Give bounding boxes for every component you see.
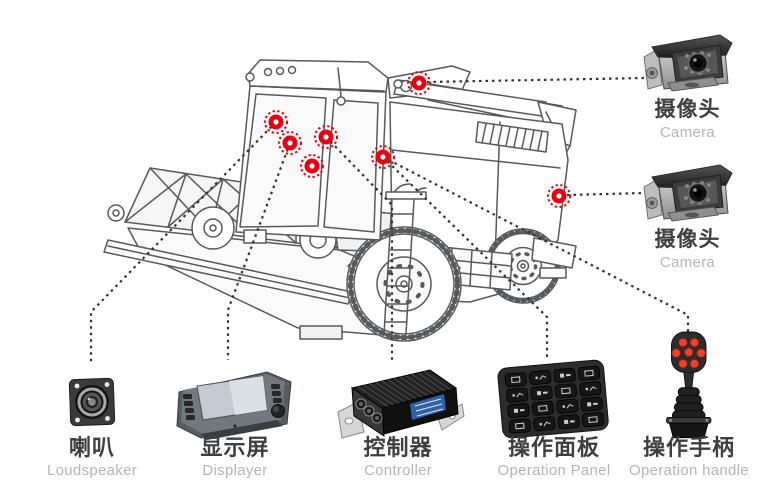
camera-side-label: 摄像头 Camera bbox=[620, 228, 755, 271]
cab bbox=[236, 60, 388, 243]
displayer-label-en: Displayer bbox=[202, 462, 268, 480]
harvester-illustration bbox=[104, 60, 576, 341]
camera-side-label-cn: 摄像头 bbox=[654, 228, 721, 251]
operation-handle-label-en: Operation handle bbox=[629, 462, 749, 480]
ladder bbox=[384, 184, 426, 334]
position-marker-6 bbox=[371, 145, 395, 169]
position-marker-7 bbox=[547, 184, 571, 208]
camera-top-label-en: Camera bbox=[659, 124, 716, 142]
position-marker-1 bbox=[407, 71, 431, 95]
controller-label: 控制器 Controller bbox=[328, 435, 468, 480]
callout-line-to-displayer bbox=[226, 142, 292, 360]
callout-lines bbox=[89, 76, 690, 362]
controller-label-cn: 控制器 bbox=[363, 435, 433, 460]
operation-panel-label-en: Operation Panel bbox=[497, 462, 611, 480]
position-marker-3 bbox=[278, 131, 302, 155]
loudspeaker-label-en: Loudspeaker bbox=[46, 462, 138, 480]
position-marker-5 bbox=[300, 154, 324, 178]
position-marker-2 bbox=[264, 110, 288, 134]
camera-top-image bbox=[643, 34, 733, 92]
loudspeaker-image bbox=[68, 377, 116, 427]
controller-image bbox=[337, 369, 465, 439]
controller-label-en: Controller bbox=[363, 462, 433, 480]
operation-panel-label: 操作面板 Operation Panel bbox=[474, 435, 634, 480]
callout-line-to-operation-panel bbox=[382, 156, 549, 357]
displayer-label-cn: 显示屏 bbox=[200, 435, 270, 460]
displayer-label: 显示屏 Displayer bbox=[165, 435, 305, 480]
camera-top-label: 摄像头 Camera bbox=[620, 98, 755, 141]
front-wheel bbox=[347, 227, 461, 341]
operation-panel-image bbox=[497, 359, 609, 439]
operation-handle-label: 操作手柄 Operation handle bbox=[609, 435, 762, 480]
loudspeaker-label-cn: 喇叭 bbox=[68, 435, 115, 460]
camera-top-label-cn: 摄像头 bbox=[654, 98, 721, 121]
rear-bumper bbox=[532, 238, 576, 278]
callout-line-to-camera-side bbox=[566, 191, 646, 197]
operation-handle-label-cn: 操作手柄 bbox=[642, 435, 735, 460]
operation-panel-label-cn: 操作面板 bbox=[507, 435, 600, 460]
camera-side-label-en: Camera bbox=[659, 254, 716, 272]
displayer-image bbox=[176, 371, 292, 440]
position-marker-4 bbox=[314, 125, 338, 149]
operation-handle-image bbox=[666, 331, 712, 439]
camera-side-image bbox=[643, 164, 733, 222]
camera-position-markers bbox=[264, 71, 571, 208]
loudspeaker-label: 喇叭 Loudspeaker bbox=[22, 435, 162, 480]
